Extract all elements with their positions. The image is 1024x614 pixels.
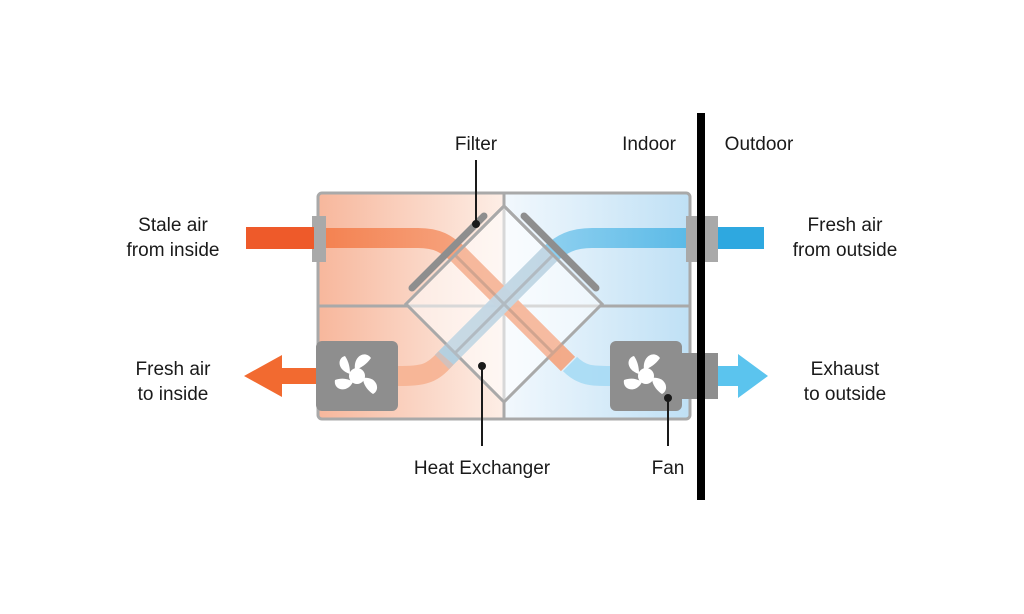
- fan-left: [316, 341, 398, 411]
- label-exhaust-line2: to outside: [804, 384, 886, 405]
- external-arrows: [244, 227, 768, 398]
- label-fresh-out-line1: Fresh air: [808, 215, 884, 236]
- label-heat-exchanger: Heat Exchanger: [414, 458, 551, 479]
- fresh-to-inside-arrow: [244, 355, 316, 397]
- label-stale-air-line2: from inside: [127, 240, 220, 261]
- filter-leader-dot: [472, 220, 480, 228]
- warm-tint: [450, 246, 576, 372]
- label-filter: Filter: [455, 134, 498, 155]
- exhaust-arrow: [718, 354, 768, 398]
- cool-tint: [434, 246, 558, 370]
- stale-air-inlet-duct: [246, 227, 314, 249]
- filter-left: [408, 212, 488, 292]
- port-stale-in: [312, 216, 326, 262]
- exchanger-flow-tint: [434, 246, 576, 372]
- filter-icon: [408, 212, 600, 292]
- label-outdoor: Outdoor: [725, 134, 794, 155]
- fresh-air-inlet-duct: [718, 227, 764, 249]
- label-fresh-out-line2: from outside: [793, 240, 898, 261]
- filter-right: [520, 212, 600, 292]
- label-fresh-in-line2: to inside: [138, 384, 209, 405]
- label-exhaust-line1: Exhaust: [811, 359, 880, 380]
- wall: [697, 113, 705, 500]
- label-stale-air-line1: Stale air: [138, 215, 208, 236]
- fan-leader-dot: [664, 394, 672, 402]
- exhaust-flow-exit: [562, 356, 611, 386]
- label-fresh-in-line1: Fresh air: [136, 359, 212, 380]
- label-fan: Fan: [652, 458, 685, 479]
- label-indoor: Indoor: [622, 134, 677, 155]
- exchanger-leader-dot: [478, 362, 486, 370]
- leaders: [472, 160, 672, 446]
